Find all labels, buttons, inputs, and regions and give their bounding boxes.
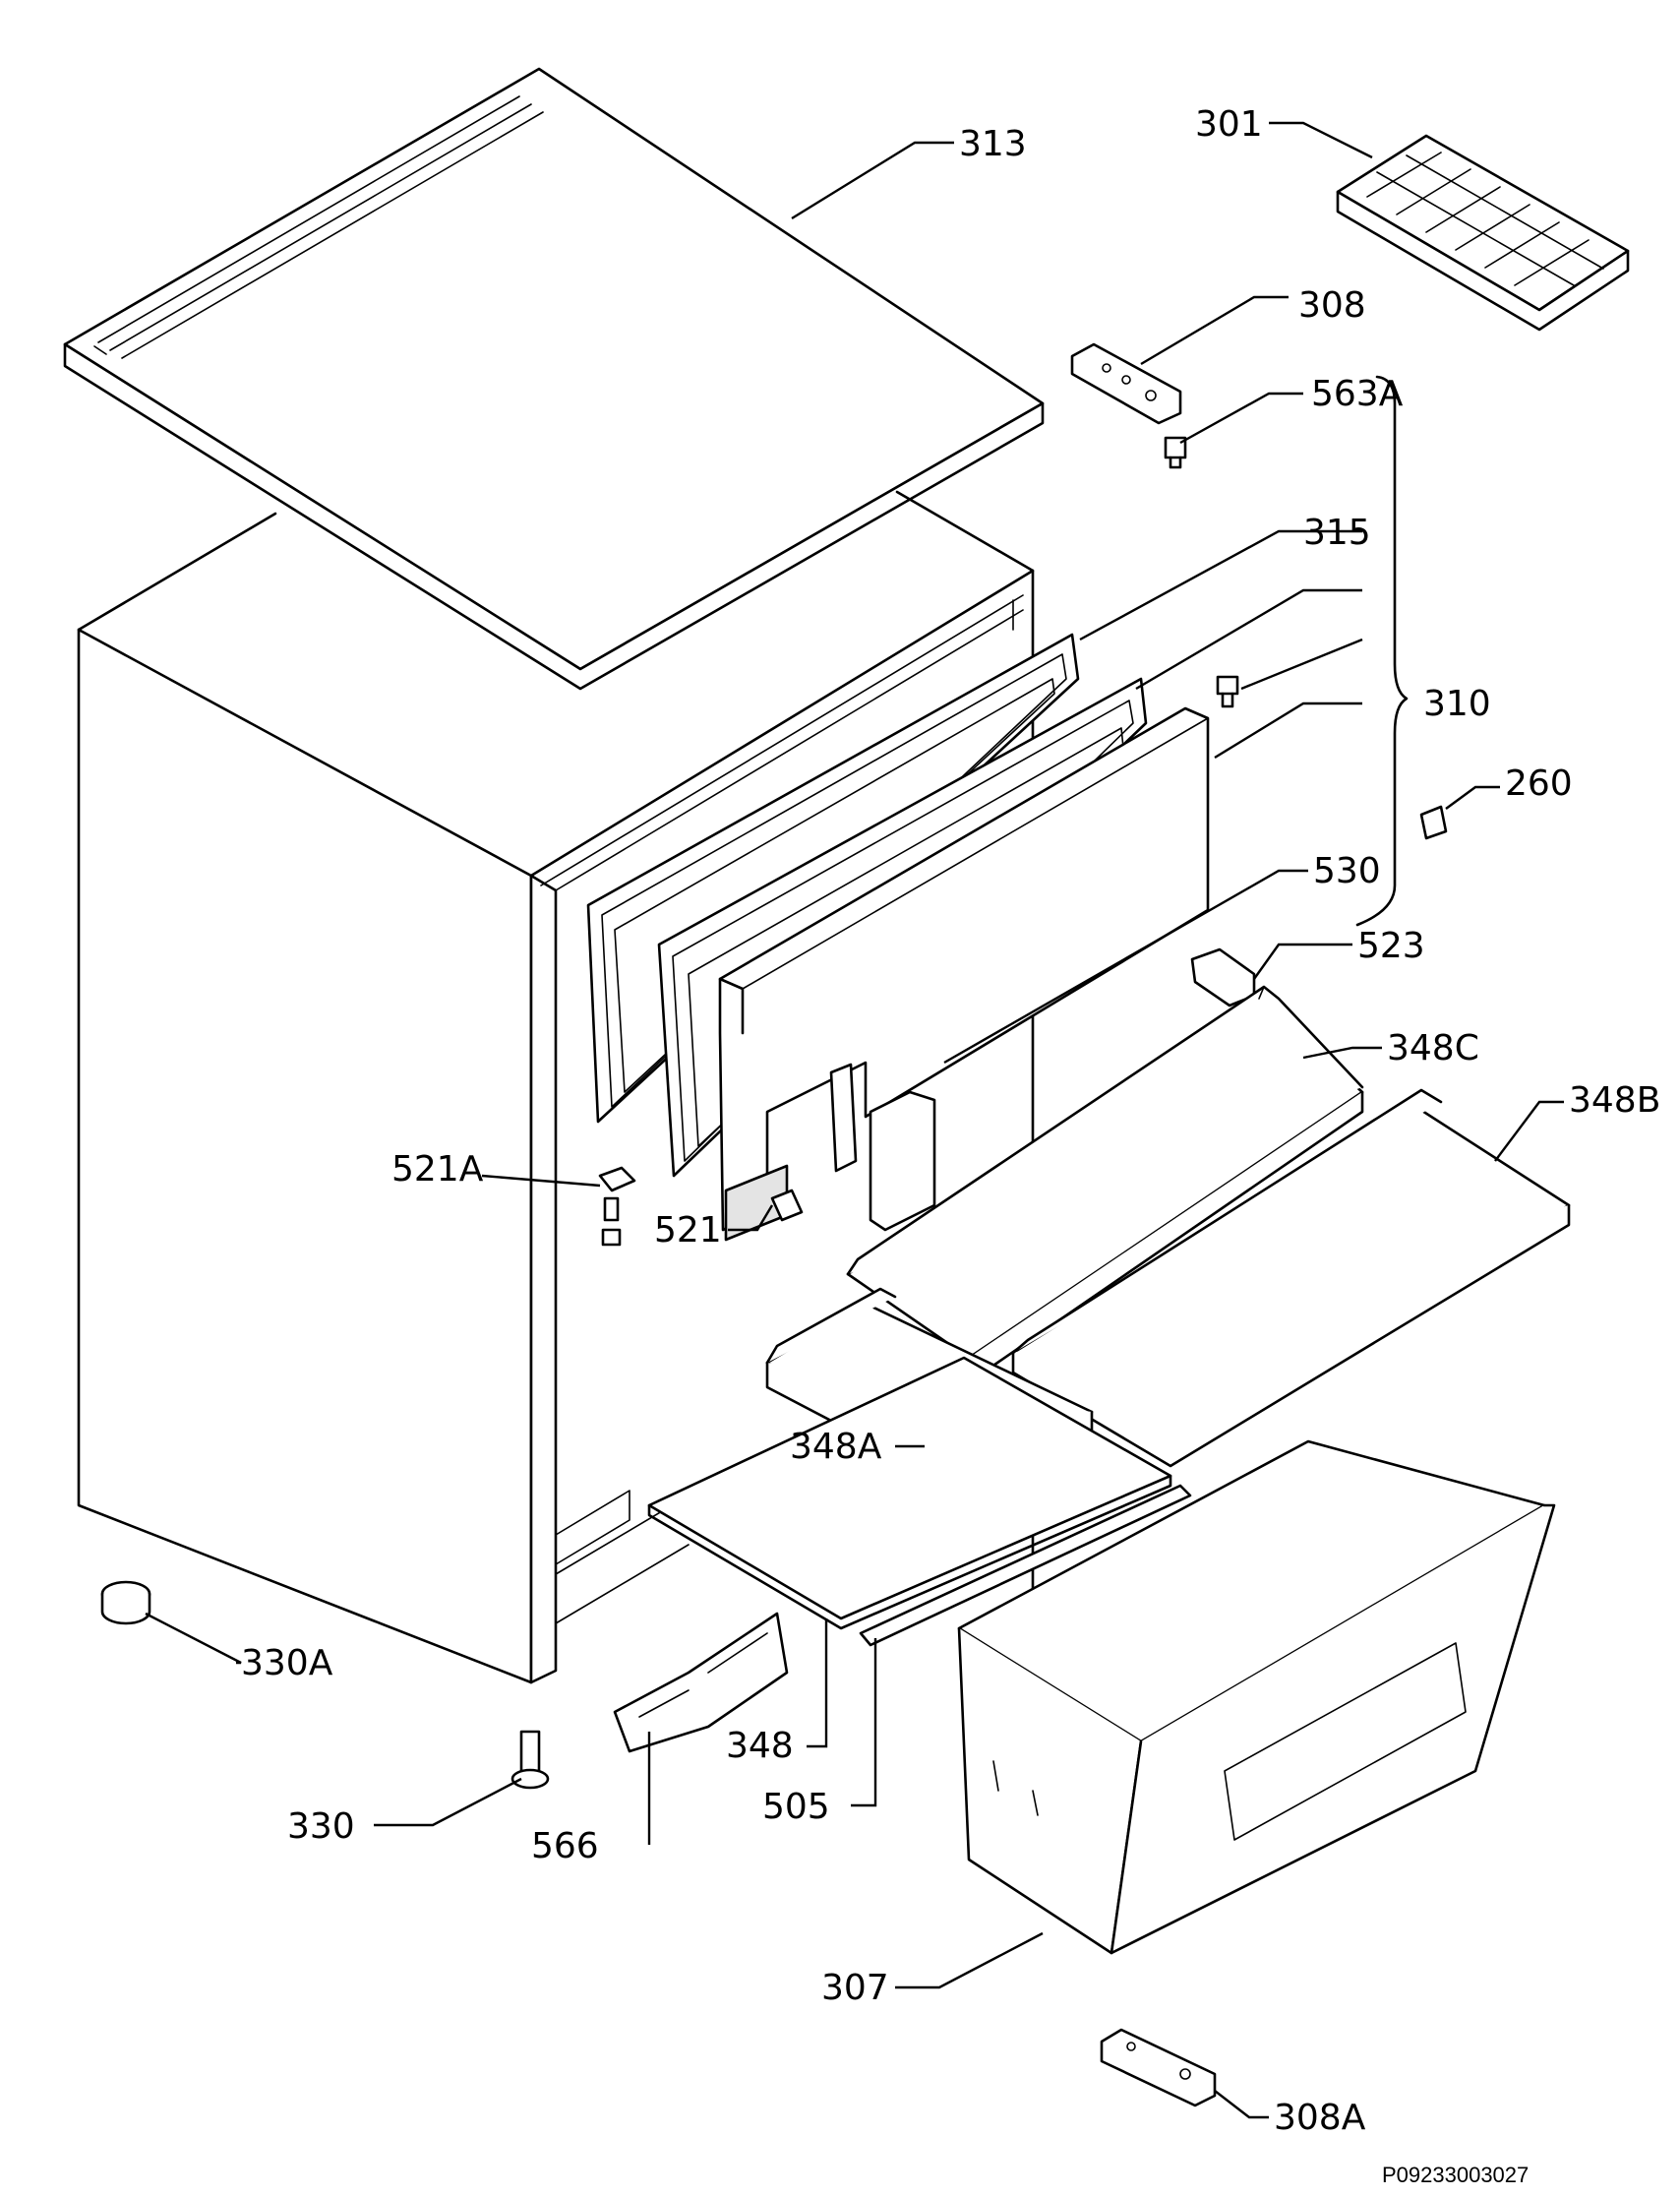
label-348A: 348A xyxy=(790,1427,882,1467)
label-260: 260 xyxy=(1505,763,1573,804)
label-348: 348 xyxy=(726,1726,794,1766)
label-315: 315 xyxy=(1303,513,1371,553)
trim-strip-505 xyxy=(859,1484,1192,1647)
clip-260 xyxy=(1419,805,1448,840)
screw-310 xyxy=(1216,675,1239,708)
top-cover-313 xyxy=(63,67,1045,691)
label-308: 308 xyxy=(1298,285,1366,326)
foot-330A xyxy=(100,1580,151,1625)
label-530: 530 xyxy=(1313,851,1381,891)
label-505: 505 xyxy=(762,1787,830,1827)
crisper-drawer-307 xyxy=(957,1439,1556,1955)
label-313: 313 xyxy=(959,124,1027,164)
bracket-310 xyxy=(1355,375,1409,927)
clip-521 xyxy=(770,1189,804,1222)
glass-shelf-348 xyxy=(647,1356,1172,1630)
label-523: 523 xyxy=(1357,926,1425,966)
label-521A: 521A xyxy=(391,1149,484,1190)
label-308A: 308A xyxy=(1274,2098,1366,2138)
lamp-switch-521A xyxy=(598,1166,636,1247)
door-panel xyxy=(718,706,1210,1242)
label-348B: 348B xyxy=(1569,1080,1660,1121)
label-310: 310 xyxy=(1423,684,1491,724)
label-521: 521 xyxy=(654,1210,722,1251)
reference-code: P09233003027 xyxy=(1382,2163,1529,2187)
door-shelf-cover xyxy=(869,1090,936,1232)
label-307: 307 xyxy=(821,1968,889,2008)
label-566: 566 xyxy=(531,1826,599,1866)
handle-523 xyxy=(1190,947,1256,1007)
cabinet-body xyxy=(77,490,1035,1684)
bracket-566 xyxy=(613,1612,789,1753)
label-348C: 348C xyxy=(1387,1028,1479,1068)
label-330: 330 xyxy=(287,1806,355,1847)
hinge-308 xyxy=(1070,342,1182,425)
leader-lines xyxy=(145,121,1564,2119)
hinge-308A xyxy=(1100,2028,1217,2107)
label-563A: 563A xyxy=(1311,374,1404,414)
label-301: 301 xyxy=(1195,104,1263,145)
ice-tray-301 xyxy=(1336,134,1630,332)
label-330A: 330A xyxy=(241,1643,333,1683)
foot-330 xyxy=(510,1730,550,1790)
shelf-348B xyxy=(1011,1088,1571,1468)
part-labels: 313 301 308 563A 315 310 260 530 523 348… xyxy=(241,104,1660,2138)
